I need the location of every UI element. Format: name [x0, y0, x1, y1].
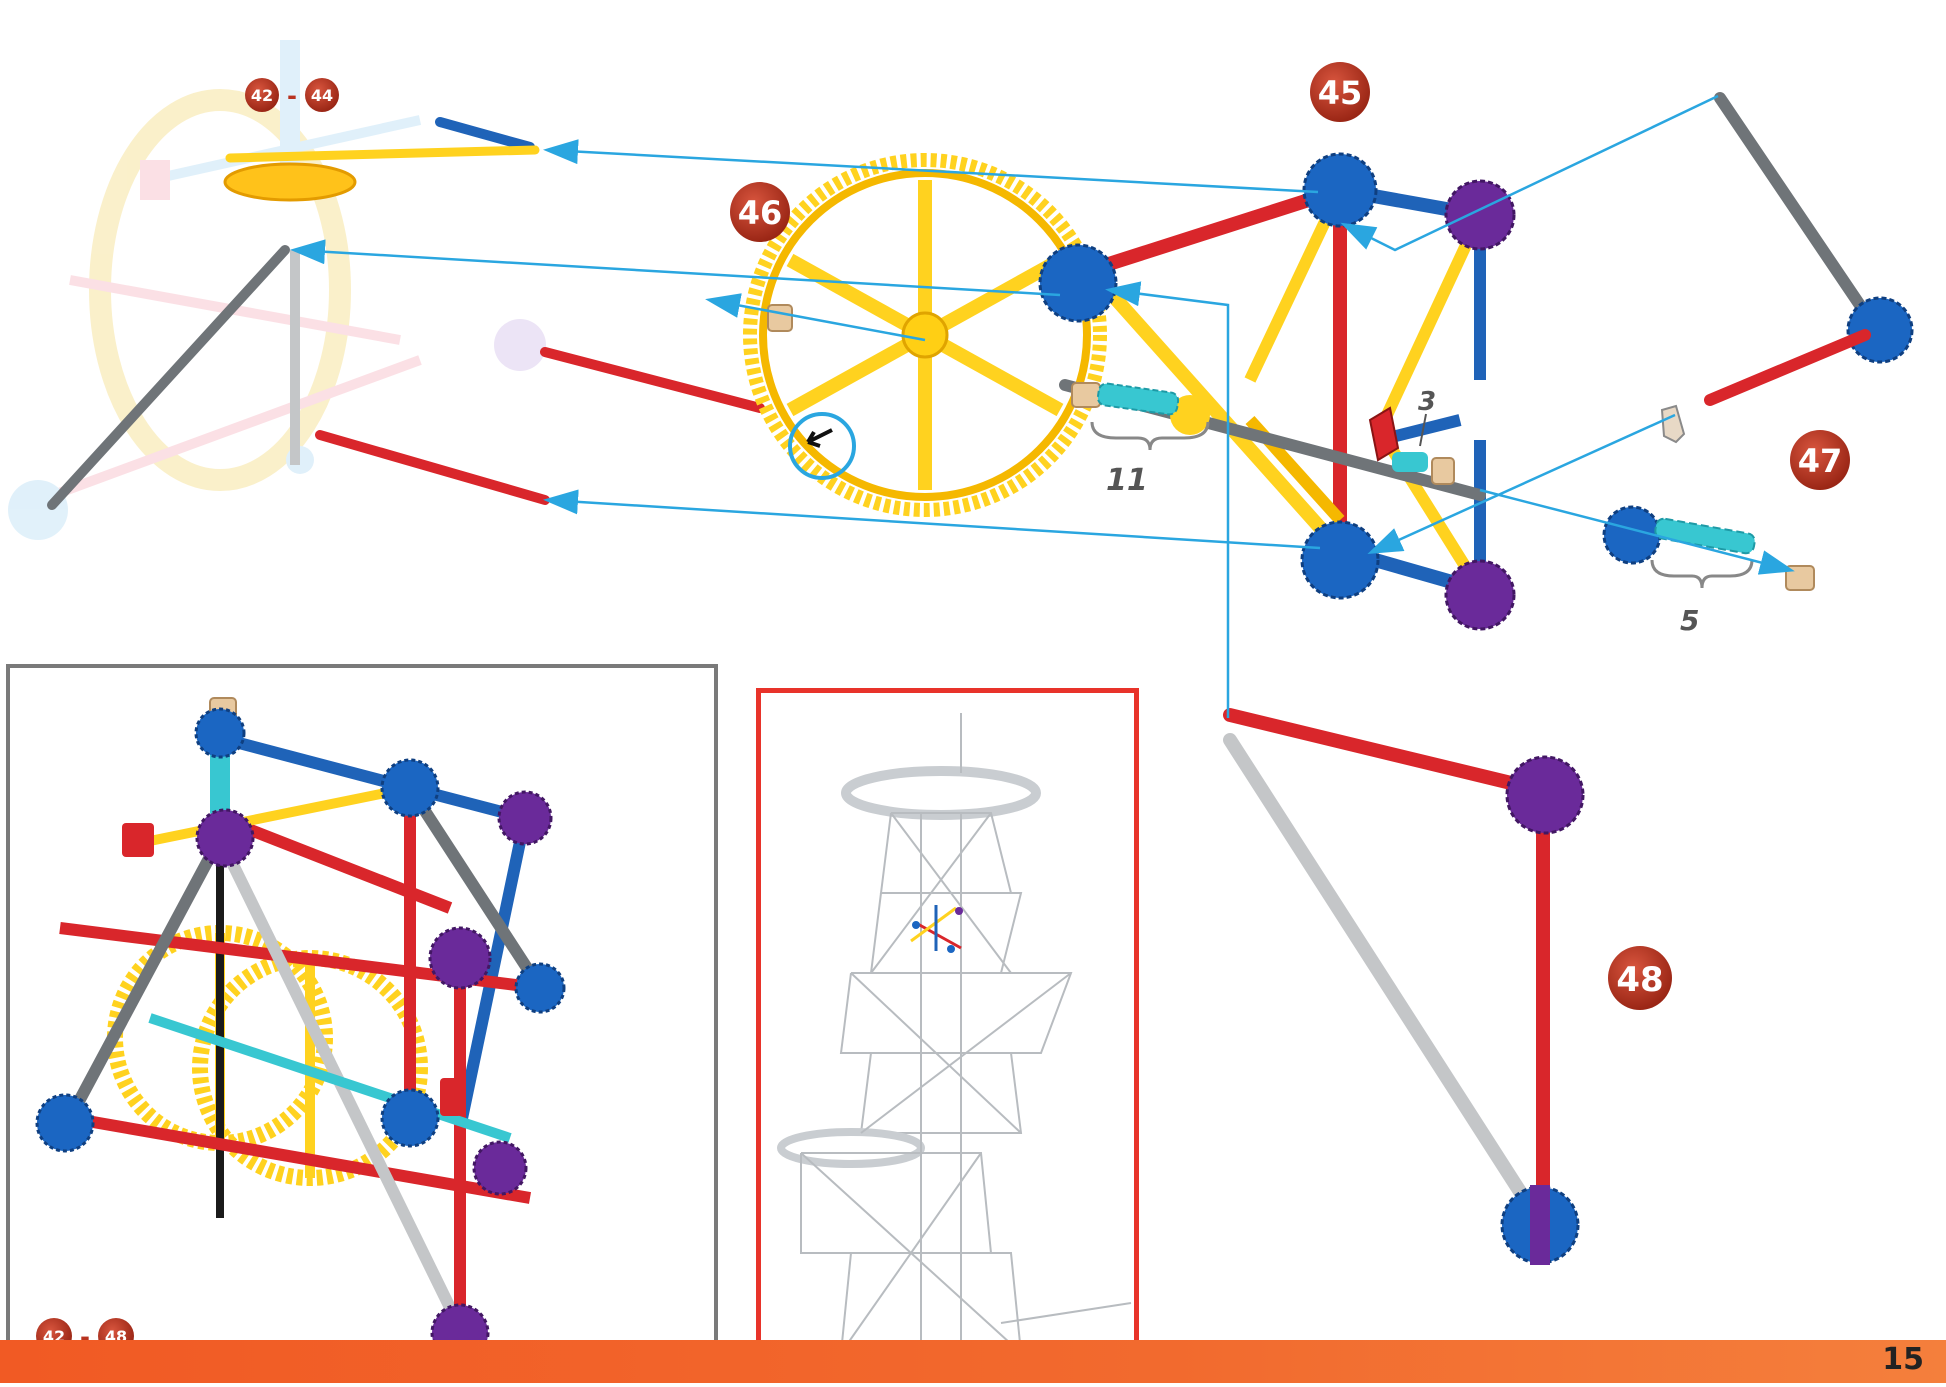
- gear-icon: [743, 153, 1107, 517]
- assembled-preview-inset: 42 - 48: [6, 664, 718, 1376]
- count-label-11: 11: [1106, 463, 1148, 498]
- page-number: 15: [1882, 1342, 1924, 1377]
- brace-icon: [1650, 559, 1754, 589]
- model-location-inset: [756, 688, 1139, 1378]
- svg-text:46: 46: [738, 194, 783, 232]
- count-label-5: 5: [1680, 604, 1699, 637]
- svg-text:48: 48: [1616, 960, 1663, 1000]
- arrow-icon: [806, 428, 833, 448]
- footer-bar: [0, 1340, 1946, 1383]
- guide-arrows: [290, 94, 1795, 718]
- step-badge-48: 48: [1608, 946, 1672, 1010]
- connector-icon: [1038, 152, 1516, 631]
- clip-icon: [767, 304, 793, 332]
- step-badge-45: 45: [1310, 62, 1370, 122]
- step-badge-47: 47: [1790, 430, 1850, 490]
- full-model-sketch: [777, 713, 1132, 1354]
- count-label-3: 3: [1418, 387, 1436, 417]
- svg-text:47: 47: [1798, 442, 1843, 480]
- brace-icon: [1090, 421, 1210, 451]
- step-badge-46: 46: [730, 182, 790, 242]
- svg-text:-: -: [80, 1323, 90, 1351]
- highlight-circle: [788, 412, 856, 480]
- svg-text:45: 45: [1318, 74, 1363, 112]
- svg-text:42: 42: [251, 86, 273, 105]
- svg-text:44: 44: [311, 86, 333, 105]
- current-section-highlight: [910, 905, 963, 953]
- spacer-icon: [1071, 382, 1180, 416]
- step-badge-42-44: 42 - 44: [245, 78, 339, 112]
- faded-model-highlights: [47, 117, 765, 510]
- step-48-parts: [1223, 708, 1585, 1265]
- assembled-model-illustration: 42 - 48: [35, 697, 566, 1363]
- svg-text:-: -: [287, 82, 297, 110]
- step-47-parts: [1602, 92, 1914, 591]
- count-leader-3: [1419, 413, 1427, 447]
